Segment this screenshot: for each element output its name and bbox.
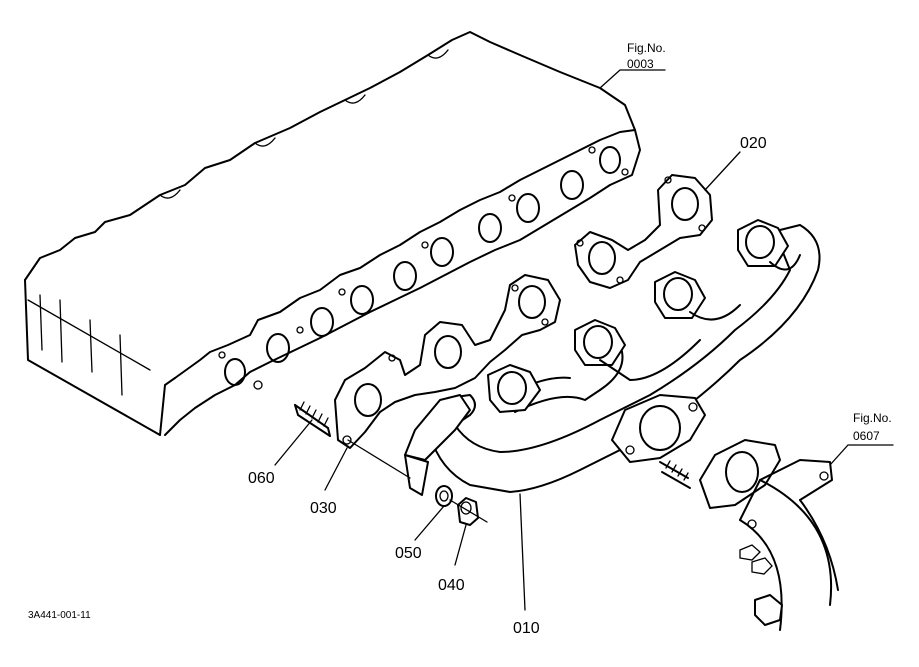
assembly-line-gasket xyxy=(347,439,411,479)
part-label-060: 060 xyxy=(248,470,275,487)
exhaust-manifold-010 xyxy=(404,219,821,496)
fig-ref-0003-label: Fig.No. xyxy=(627,41,666,55)
cylinder-head xyxy=(24,31,641,436)
drawing-code: 3A441-001-11 xyxy=(28,610,91,621)
fig-ref-0607-label: Fig.No. xyxy=(853,411,892,425)
fig-ref-0607-number: 0607 xyxy=(853,429,880,443)
callout-lines xyxy=(274,69,894,611)
exhaust-pipe-0607 xyxy=(699,439,839,631)
part-label-030: 030 xyxy=(310,500,337,517)
part-label-050: 050 xyxy=(395,545,422,562)
gasket-030 xyxy=(334,274,561,449)
part-label-010: 010 xyxy=(513,620,540,637)
fig-ref-0003-number: 0003 xyxy=(627,57,654,71)
part-label-020: 020 xyxy=(740,135,767,152)
stud-outlet xyxy=(659,460,691,489)
stud-060 xyxy=(294,401,331,437)
part-label-040: 040 xyxy=(438,577,465,594)
assembly-line xyxy=(449,499,488,523)
washer-050 xyxy=(435,485,453,507)
gasket-020 xyxy=(574,174,713,289)
nut-040 xyxy=(457,497,479,526)
